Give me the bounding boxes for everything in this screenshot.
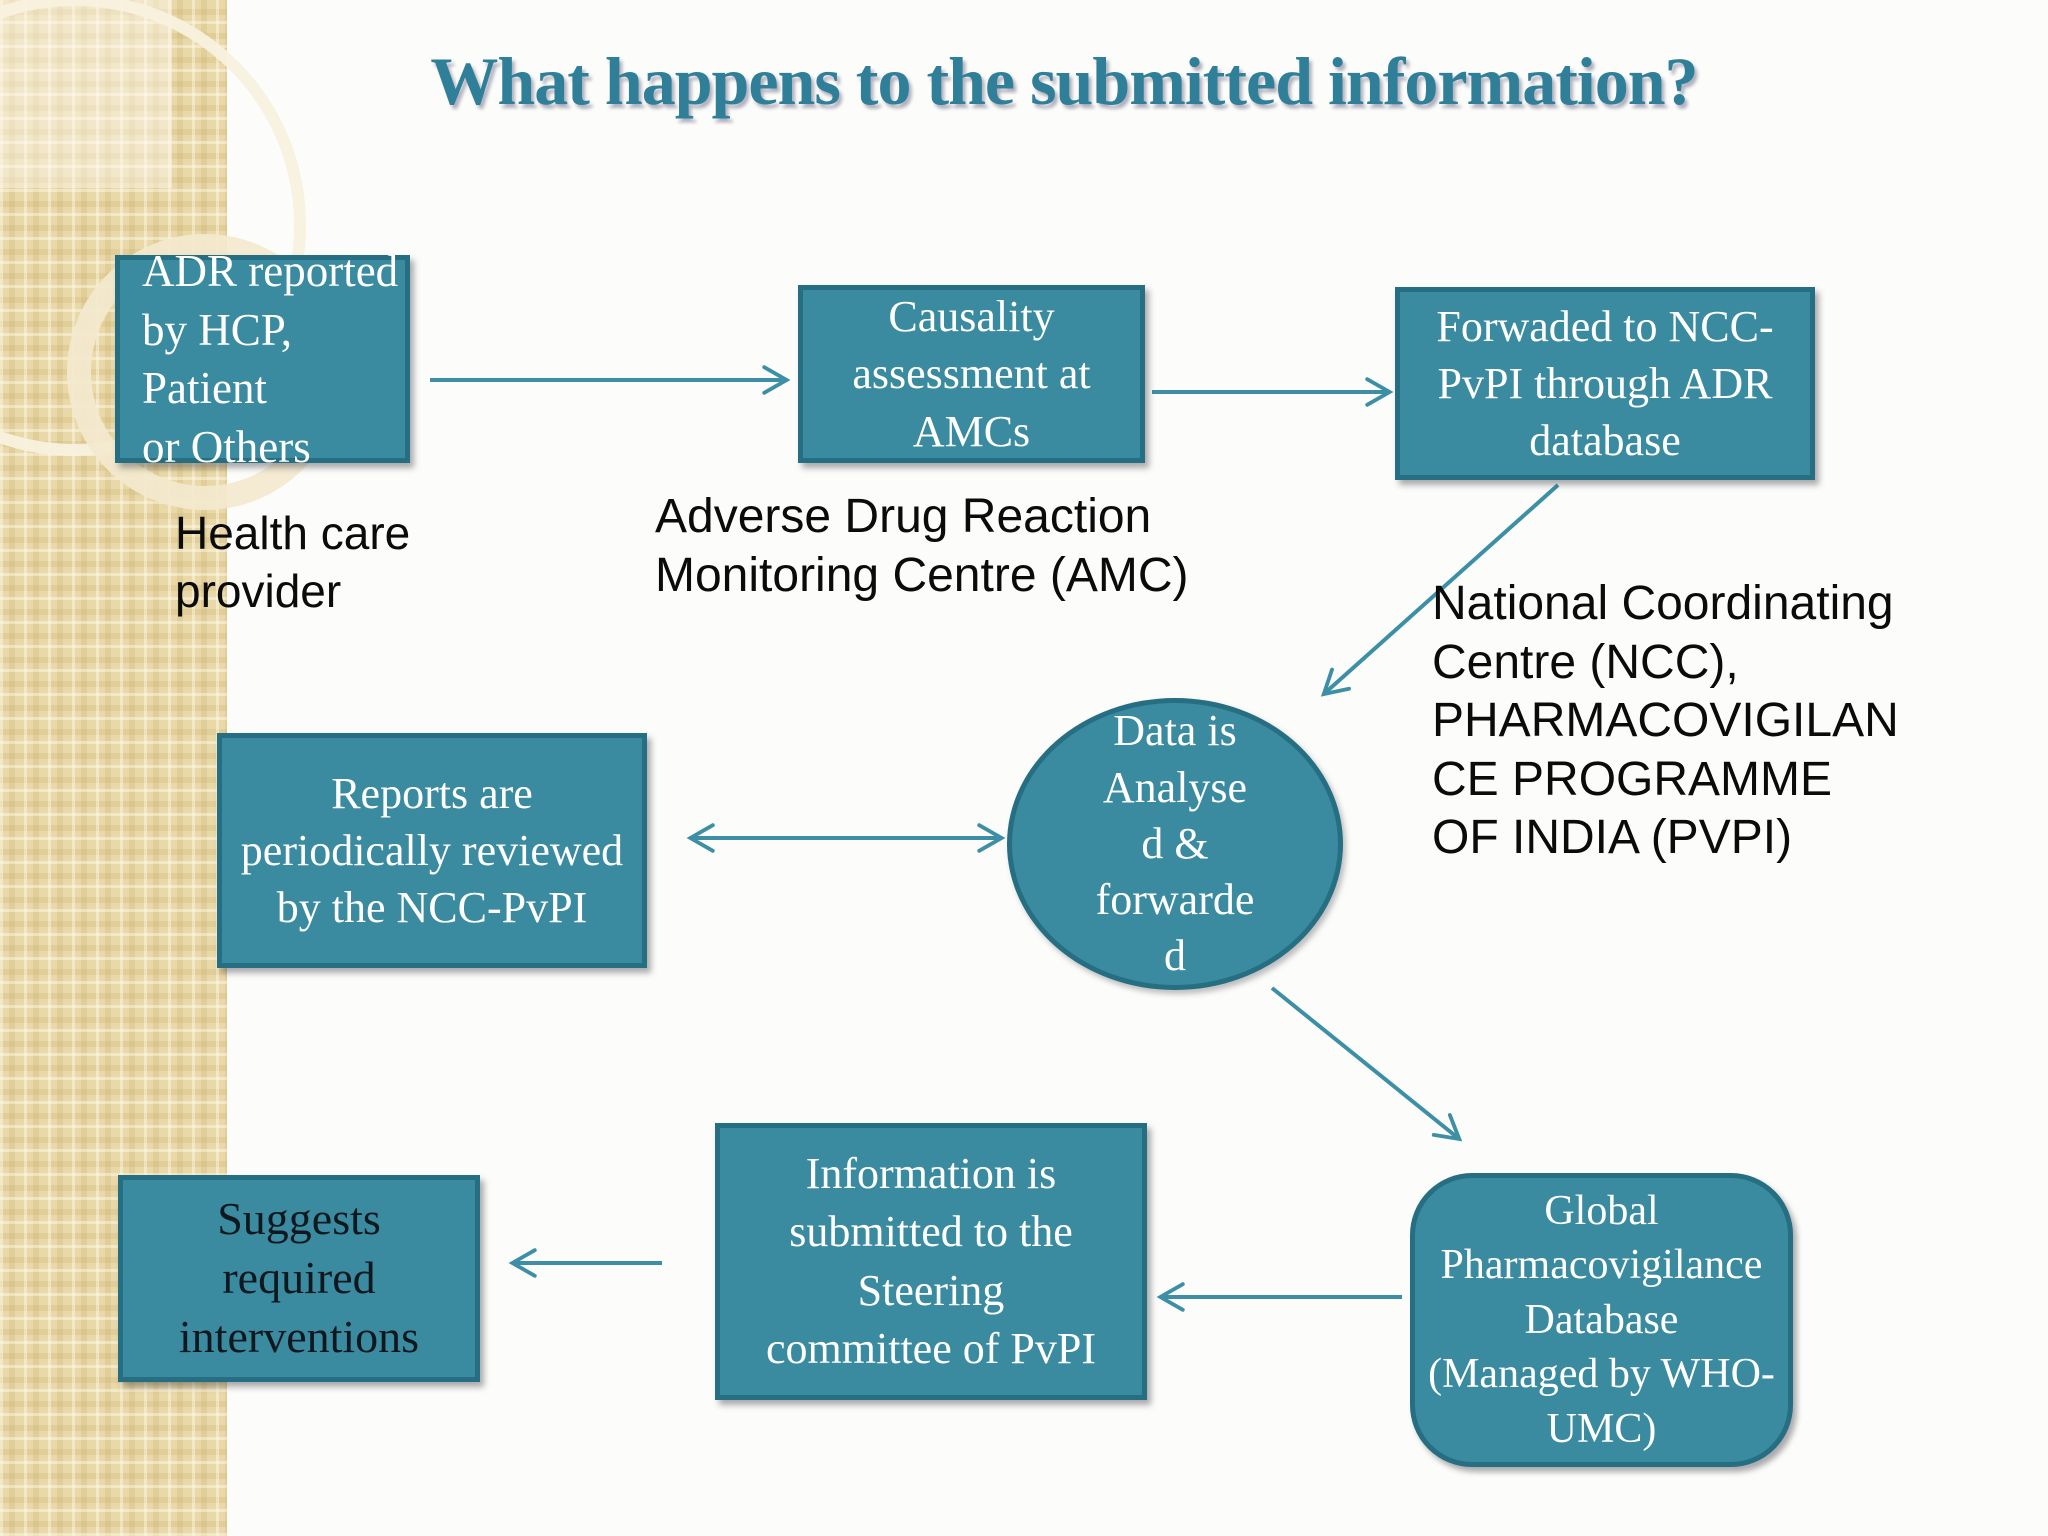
node-forwarded-ncc-pvpi: Forwaded to NCC- PvPI through ADR databa… xyxy=(1395,287,1815,480)
label-amc: Adverse Drug Reaction Monitoring Centre … xyxy=(655,490,1189,602)
node-global-pharmacovigilance-database: Global Pharmacovigilance Database (Manag… xyxy=(1410,1173,1793,1467)
label-health-care-provider: Health care provider xyxy=(175,507,411,617)
decorative-ring xyxy=(0,0,306,456)
page-title: What happens to the submitted informatio… xyxy=(430,43,1698,119)
node-causality-assessment: Causality assessment at AMCs xyxy=(798,285,1145,463)
node-suggests-interventions: Suggests required interventions xyxy=(118,1175,480,1382)
node-reports-reviewed: Reports are periodically reviewed by the… xyxy=(217,733,647,968)
label-ncc-pvpi: National Coordinating Centre (NCC), PHAR… xyxy=(1432,577,1899,865)
connector-arrow-forwarded-to-data xyxy=(1320,483,1560,697)
sidebar-highlight-panel xyxy=(0,0,172,188)
node-adr-reported: ADR reported by HCP, Patient or Others xyxy=(115,246,410,472)
node-information-steering-committee: Information is submitted to the Steering… xyxy=(715,1123,1147,1400)
node-data-analysed-forwarded: Data is Analyse d & forwarde d xyxy=(1007,698,1343,990)
connector-arrow-data-to-global xyxy=(1270,986,1463,1142)
